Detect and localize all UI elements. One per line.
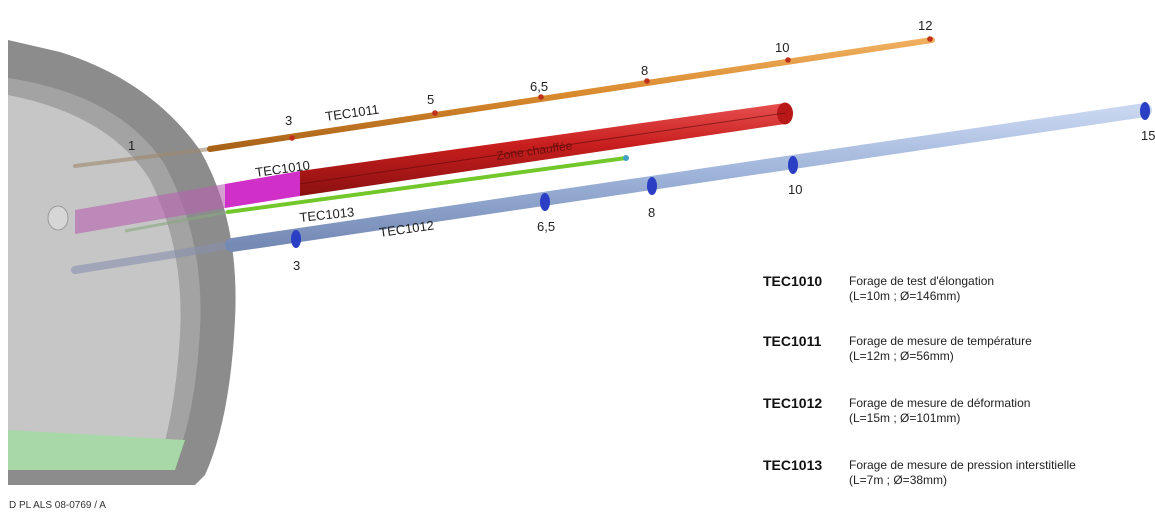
tec1012-marker-label: 15 [1141,128,1155,143]
borehole-tec1011 [73,36,935,168]
label-tec1013: TEC1013 [299,204,355,225]
tec1011-marker [785,57,791,63]
legend-description: Forage de mesure de déformation [849,396,1031,410]
legend-dimensions: (L=7m ; Ø=38mm) [849,473,948,487]
legend-code: TEC1011 [763,333,822,349]
tec1011-marker [927,36,933,42]
tec1011-marker-label: 12 [918,18,932,33]
legend-dimensions: (L=15m ; Ø=101mm) [849,411,961,425]
tec1012-marker-label: 3 [293,258,300,273]
tec1011-marker-label: 6,5 [530,79,548,94]
tec1011-marker-label: 5 [427,92,434,107]
tec1011-marker-label: 1 [128,138,135,153]
legend-code: TEC1010 [763,273,823,289]
tec1012-marker [647,177,657,195]
tec1011-marker-label: 8 [641,63,648,78]
borehole-tec1010 [75,102,793,234]
legend-dimensions: (L=10m ; Ø=146mm) [849,289,961,303]
tec1011-marker [432,110,438,116]
tec1011-marker-label: 3 [285,113,292,128]
tec1011-marker [289,135,295,141]
label-tec1011: TEC1011 [324,102,380,124]
borehole-tec1012 [71,102,1152,274]
legend-dimensions: (L=12m ; Ø=56mm) [849,349,954,363]
tec1012-marker-label: 8 [648,205,655,220]
legend-code: TEC1013 [763,457,823,473]
legend-description: Forage de mesure de température [849,334,1032,348]
tec1012-marker [291,230,301,248]
drawing-reference: D PL ALS 08-0769 / A [9,500,106,511]
tec1012-marker-label: 6,5 [537,219,555,234]
legend-code: TEC1012 [763,395,823,411]
tec1012-marker [1140,102,1150,120]
borehole-tec1013 [124,155,629,233]
tec1012-marker-label: 10 [788,182,802,197]
tec1012-marker [540,193,550,211]
tec1011-marker-label: 10 [775,40,789,55]
tec1012-marker [788,156,798,174]
legend-description: Forage de test d'élongation [849,274,995,288]
tec1011-marker [644,78,650,84]
borehole-opening [47,205,69,231]
tec1011-marker [538,94,544,100]
legend-description: Forage de mesure de pression interstitie… [849,458,1076,472]
tunnel-floor [8,430,185,470]
